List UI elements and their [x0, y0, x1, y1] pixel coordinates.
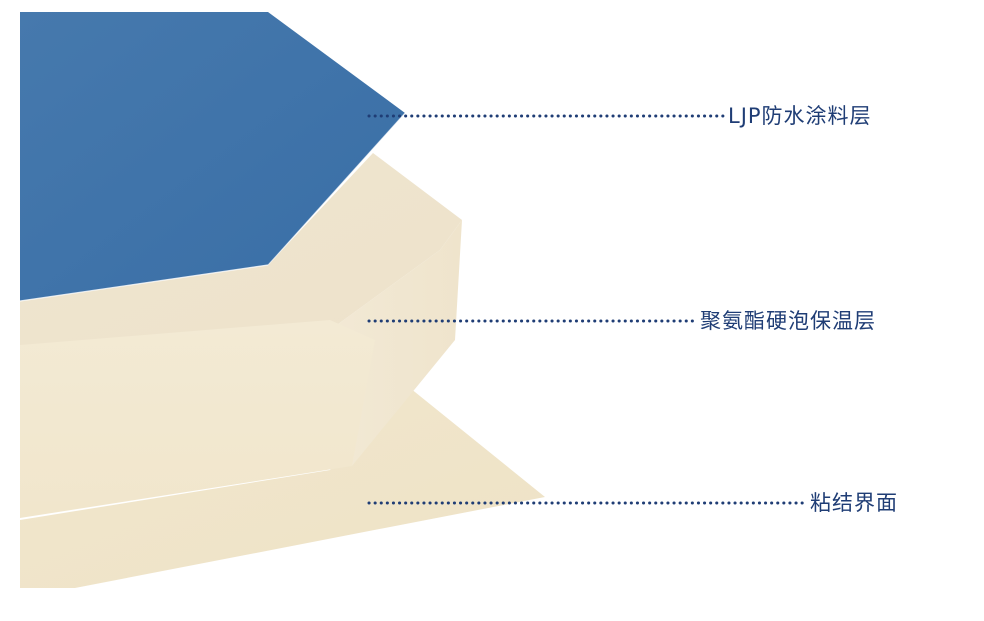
foam-layer-top — [20, 153, 462, 360]
label-interface-layer: 粘结界面 — [810, 491, 898, 515]
foam-layer-front — [20, 320, 375, 518]
label-coating-layer: LJP防水涂料层 — [728, 104, 872, 128]
interface-layer — [20, 388, 545, 588]
coating-layer — [20, 12, 405, 301]
label-foam-layer: 聚氨酯硬泡保温层 — [700, 309, 876, 333]
